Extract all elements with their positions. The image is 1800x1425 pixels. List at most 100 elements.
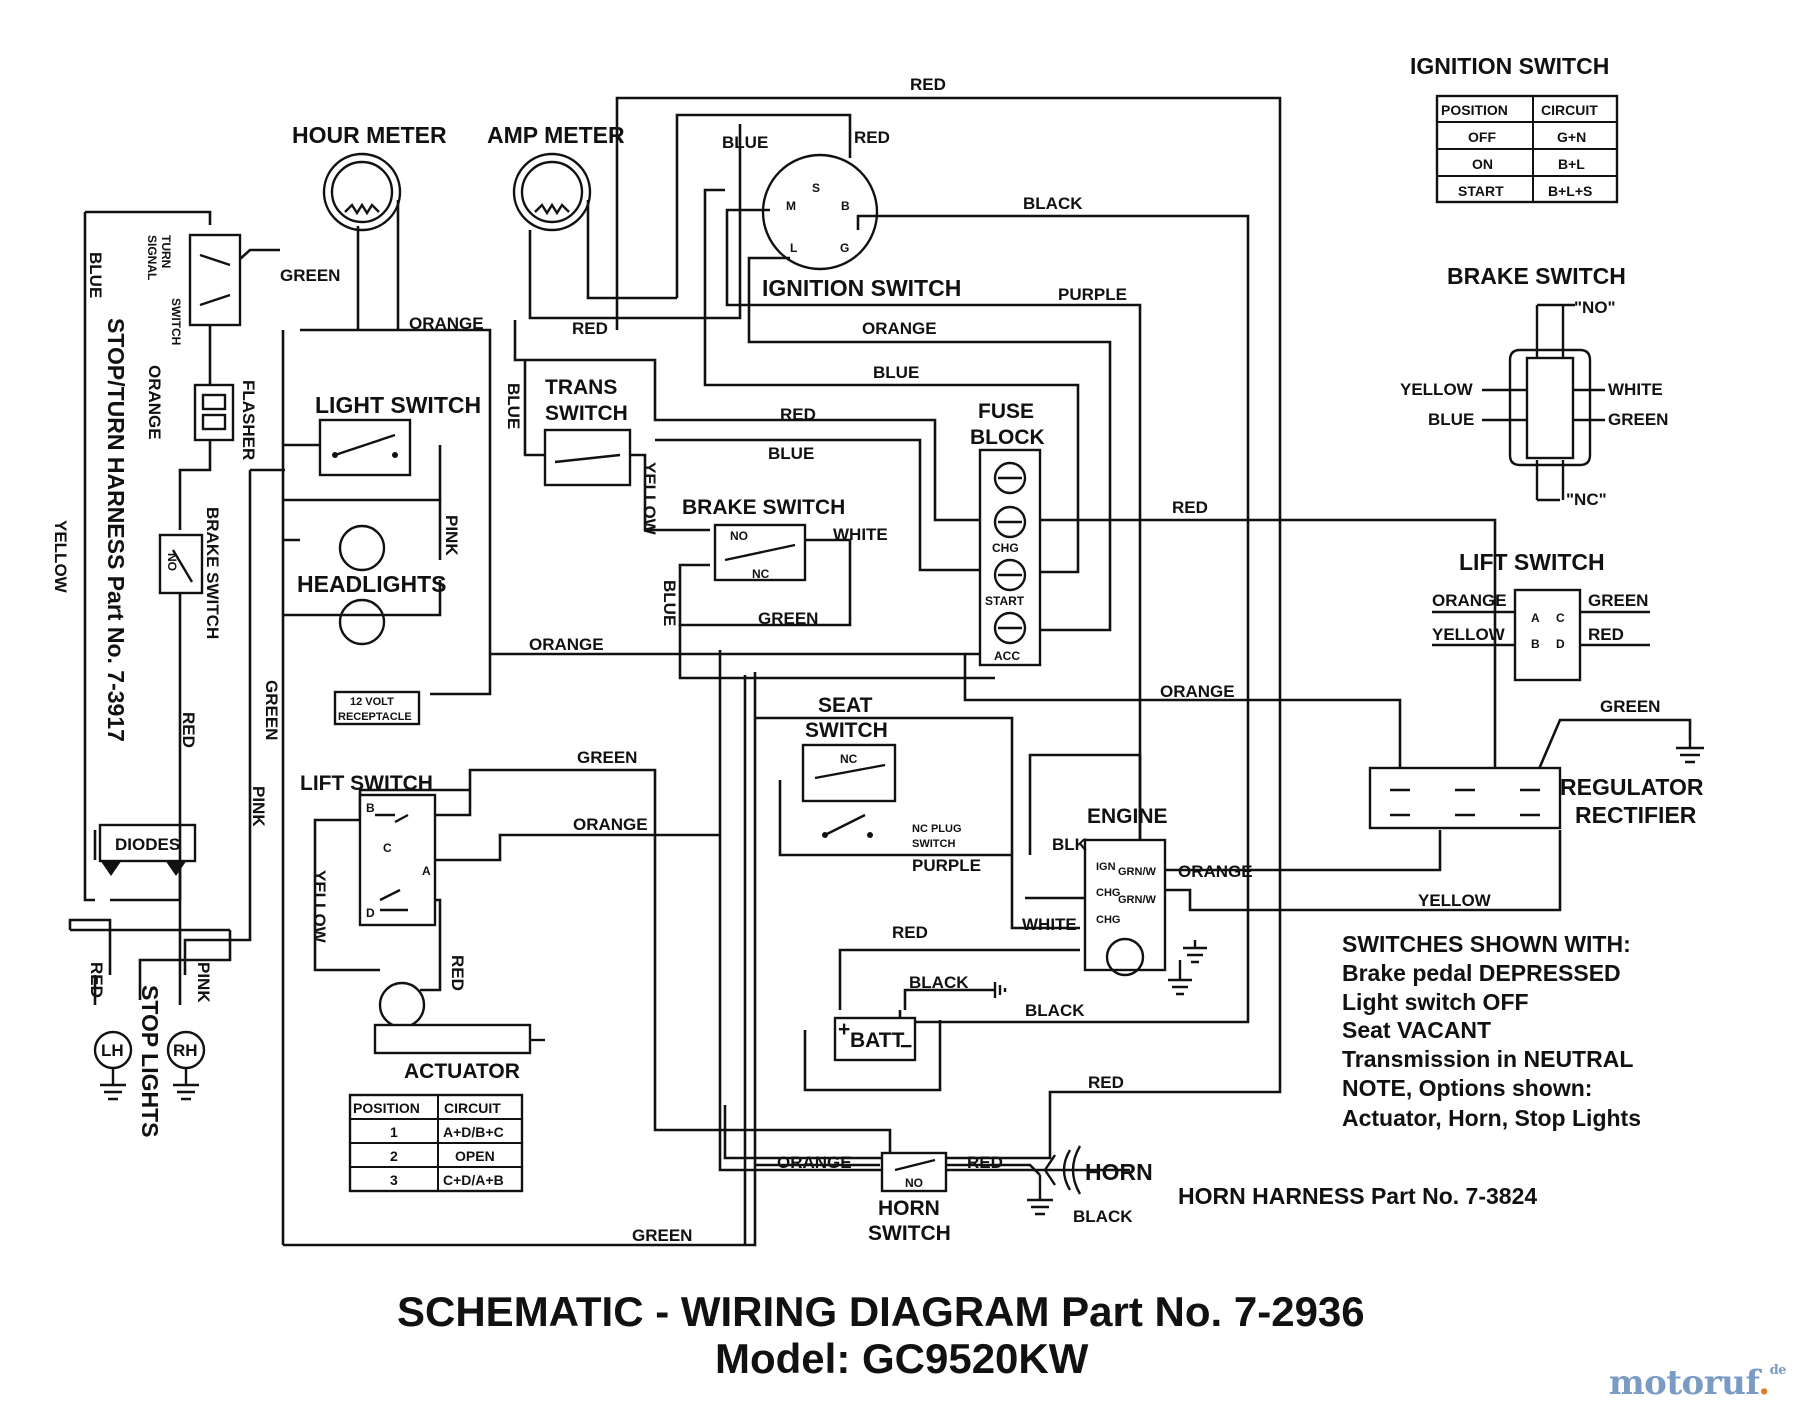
horn-label: HORN: [1085, 1159, 1153, 1185]
wl-blue-ign: BLUE: [722, 133, 768, 152]
trans-switch-line1: TRANS: [545, 376, 617, 399]
wl-white-brake: WHITE: [833, 525, 888, 544]
flasher: FLASHER: [193, 380, 258, 460]
wl-green-brake: GREEN: [758, 609, 818, 628]
lift-legend-yellow: YELLOW: [1432, 625, 1506, 644]
fuse-acc: ACC: [994, 649, 1020, 663]
fuse-block: CHG START ACC FUSE BLOCK: [970, 400, 1045, 667]
lift-table-h2: CIRCUIT: [444, 1100, 501, 1116]
wl-red-amp: RED: [572, 319, 608, 338]
light-switch-label: LIGHT SWITCH: [315, 392, 481, 418]
stop-lights-label: STOP LIGHTS: [137, 985, 163, 1138]
brake-switch-nc: NC: [752, 567, 770, 581]
lift-term-c: C: [383, 841, 392, 855]
hour-meter: HOUR METER: [292, 122, 447, 232]
watermark-logo: motoruf.de: [1608, 1363, 1787, 1403]
lift-legend-d: D: [1556, 637, 1565, 651]
horn-switch-no: NO: [905, 1176, 923, 1190]
wl-orange-mid: ORANGE: [529, 635, 604, 654]
horn-switch-line2: SWITCH: [868, 1222, 951, 1245]
notes: SWITCHES SHOWN WITH: Brake pedal DEPRESS…: [1342, 931, 1641, 1131]
wl-red-actuator: RED: [448, 955, 467, 991]
lift-term-d: D: [366, 906, 375, 920]
wire-labels: RED BLUE RED BLACK PURPLE ORANGE BLUE RE…: [51, 75, 1660, 1245]
stop-lights: LH RH STOP LIGHTS: [93, 985, 206, 1138]
wl-purple-engine: PURPLE: [912, 856, 981, 875]
lift-table-r1c2: A+D/B+C: [443, 1124, 504, 1140]
wl-black-horn: BLACK: [1073, 1207, 1133, 1226]
wl-orange-harness: ORANGE: [145, 365, 164, 440]
lift-table-r3c1: 3: [390, 1172, 398, 1188]
wl-black-batt2: BLACK: [1025, 1001, 1085, 1020]
horn: HORN: [1027, 1145, 1153, 1216]
wl-yellow-reg: YELLOW: [1418, 891, 1492, 910]
lift-switch-legend: LIFT SWITCH A C B D ORANGE YELLOW GREEN …: [1432, 549, 1650, 682]
wl-orange-ign: ORANGE: [862, 319, 937, 338]
wl-red-mid: RED: [780, 405, 816, 424]
brake-legend-no: "NO": [1574, 298, 1616, 317]
rh-label: RH: [173, 1041, 198, 1060]
lift-legend-b: B: [1531, 637, 1540, 651]
receptacle-line1: 12 VOLT: [350, 696, 394, 708]
ground-symbols: [960, 740, 1704, 998]
lift-legend-a: A: [1531, 611, 1540, 625]
seat-switch: NC SEAT SWITCH NC PLUG SWITCH: [801, 694, 962, 850]
seat-switch-line1: SEAT: [818, 694, 873, 717]
ign-legend-r3c1: START: [1458, 183, 1504, 199]
lift-position-table: POSITION CIRCUIT 1 A+D/B+C 2 OPEN 3 C+D/…: [348, 1093, 524, 1193]
wl-green-hour: GREEN: [280, 266, 340, 285]
brake-legend-nc: "NC": [1566, 490, 1607, 509]
wl-red-top: RED: [910, 75, 946, 94]
brake-legend-yellow: YELLOW: [1400, 380, 1474, 399]
engine-ign: IGN: [1096, 861, 1116, 873]
lift-legend-c: C: [1556, 611, 1565, 625]
wl-pink-left: PINK: [249, 786, 268, 827]
flasher-label: FLASHER: [239, 380, 258, 460]
brake-legend-blue: BLUE: [1428, 410, 1474, 429]
wl-orange-engine: ORANGE: [1178, 862, 1253, 881]
stop-turn-harness-label: STOP/TURN HARNESS Part No. 7-3917: [103, 318, 129, 742]
left-brake-switch-label: BRAKE SWITCH: [203, 507, 222, 639]
ign-term-s: S: [812, 181, 820, 195]
engine: IGN CHG CHG GRN/W GRN/W ENGINE: [1083, 805, 1168, 977]
receptacle: 12 VOLT RECEPTACLE: [333, 690, 421, 726]
fuse-block-line2: BLOCK: [970, 426, 1045, 449]
wl-red-batt: RED: [892, 923, 928, 942]
turn-signal-label-2: SIGNAL: [145, 235, 159, 280]
wl-blue-mid: BLUE: [873, 363, 919, 382]
wl-blue-brake: BLUE: [660, 580, 679, 626]
ign-term-m: M: [786, 199, 796, 213]
headlights-label: HEADLIGHTS: [297, 571, 447, 597]
ign-legend-h2: CIRCUIT: [1541, 102, 1598, 118]
wl-green-reg: GREEN: [1600, 697, 1660, 716]
seat-switch-line2: SWITCH: [805, 719, 888, 742]
horn-switch: NO HORN SWITCH: [868, 1151, 951, 1245]
note-line-5: NOTE, Options shown:: [1342, 1075, 1592, 1101]
engine-chg-1: CHG: [1096, 887, 1120, 899]
regulator-line1: REGULATOR: [1560, 774, 1704, 800]
diagram-title-line2: Model: GC9520KW: [715, 1335, 1089, 1382]
wl-blue-harness: BLUE: [86, 252, 105, 298]
lift-term-a: A: [422, 864, 431, 878]
wl-blue-trans: BLUE: [504, 383, 523, 429]
actuator-label: ACTUATOR: [404, 1060, 520, 1083]
wl-blk-engine: BLK: [1052, 835, 1088, 854]
brake-switch-label: BRAKE SWITCH: [682, 496, 845, 519]
trans-switch-line2: SWITCH: [545, 402, 628, 425]
note-line-6: Actuator, Horn, Stop Lights: [1342, 1105, 1641, 1131]
wl-green-left: GREEN: [262, 680, 281, 740]
wl-red-lh: RED: [87, 962, 106, 998]
brake-legend-white: WHITE: [1608, 380, 1663, 399]
lift-switch-label: LIFT SWITCH: [300, 772, 433, 795]
receptacle-line2: RECEPTACLE: [338, 711, 412, 723]
wl-red-horn: RED: [967, 1153, 1003, 1172]
note-line-0: SWITCHES SHOWN WITH:: [1342, 931, 1631, 957]
wl-yellow-lift: YELLOW: [310, 870, 329, 944]
amp-meter: AMP METER: [487, 122, 625, 232]
wl-black-batt: BLACK: [909, 973, 969, 992]
wl-red-ign: RED: [854, 128, 890, 147]
engine-chg-2: CHG: [1096, 914, 1120, 926]
wl-orange-hour: ORANGE: [409, 314, 484, 333]
trans-switch: TRANS SWITCH: [543, 376, 632, 487]
